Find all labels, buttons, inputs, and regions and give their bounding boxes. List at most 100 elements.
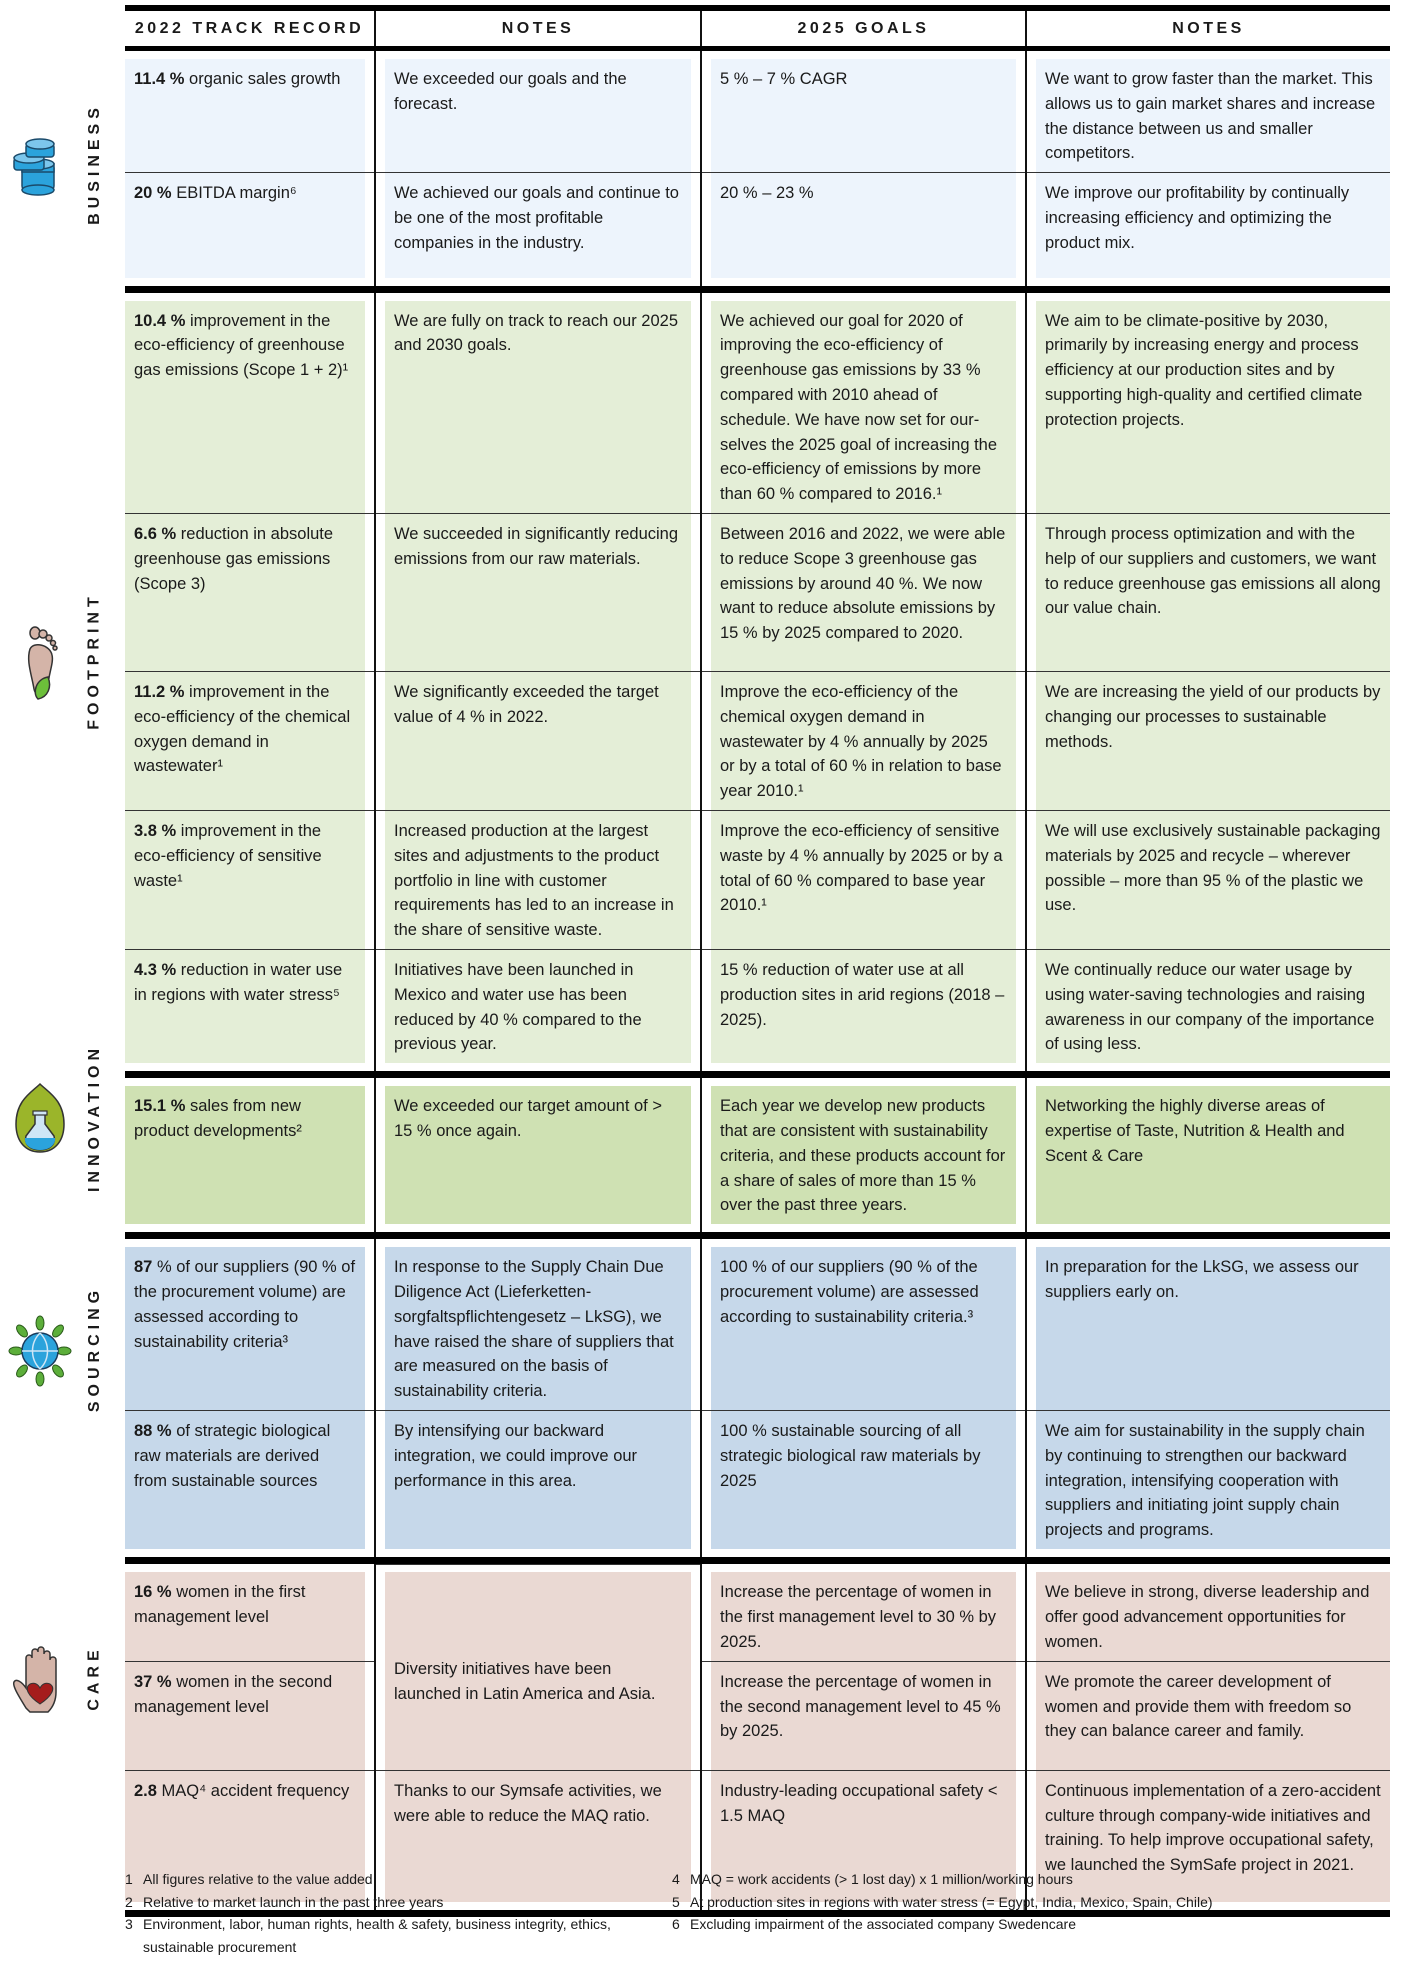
care-track-cell: 2.8 MAQ⁴ accident frequency [125, 1769, 376, 1911]
innovation-row: 15.1 % sales from new product developmen… [125, 1078, 1390, 1233]
footprint-track-cell: 10.4 % improvement in the eco-efficiency… [125, 292, 376, 514]
section-label-text: SOURCING [86, 1285, 104, 1413]
sourcing-track-cell: 87 % of our suppliers (90 % of the procu… [125, 1239, 376, 1411]
sourcing-row: 88 % of strategic biological raw materia… [125, 1409, 1390, 1557]
kpi-description: EBITDA margin⁶ [171, 184, 297, 203]
business-goal-cell: 20 % – 23 % [701, 172, 1027, 286]
section-rule [125, 1232, 1390, 1240]
care-notes-cell: Thanks to our Symsafe activities, we wer… [375, 1769, 702, 1911]
globe-leaves-icon [8, 1309, 72, 1389]
care-goal-cell: Industry-leading occupational safety < 1… [701, 1769, 1027, 1911]
kpi-description: reduction in absolute greenhouse gas emi… [134, 525, 334, 593]
kpi-value: 3.8 % [134, 822, 177, 841]
footprint-track-cell: 3.8 % improvement in the eco-efficiency … [125, 810, 376, 950]
footprint-goal-cell: We achieved our goal for 2020 of improvi… [701, 292, 1027, 514]
header-goal-notes: NOTES [1172, 19, 1245, 37]
business-track-cell: 11.4 % organic sales growth [125, 51, 376, 173]
footprint-notes-cell: Initiatives have been launched in Mexico… [375, 949, 702, 1072]
business-section-label: BUSINESS [80, 50, 110, 278]
kpi-value: 11.4 % [134, 70, 185, 88]
sourcing-goal-notes-cell: We aim for sustainability in the supply … [1026, 1409, 1390, 1557]
kpi-description: improvement in the eco-efficiency of gre… [134, 311, 349, 380]
header-track-record: 2022 TRACK RECORD [125, 11, 376, 46]
care-track-cell: 16 % women in the first management level [125, 1564, 376, 1662]
footprint-leaf-icon [8, 621, 72, 701]
footprint-goal-notes-cell: Through process optimization and with th… [1026, 513, 1390, 672]
kpi-value: 6.6 % [134, 525, 177, 544]
sourcing-notes-cell: By intensifying our backward integration… [375, 1409, 702, 1557]
footprint-row: 10.4 % improvement in the eco-efficiency… [125, 292, 1390, 514]
section-rule [125, 1071, 1390, 1079]
footprint-goal-cell: Improve the eco-efficiency of sensitive … [701, 810, 1027, 950]
footprint-track-cell: 4.3 % reduction in water use in regions … [125, 949, 376, 1072]
sourcing-goal-cell: 100 % sustainable sourcing of all strate… [701, 1409, 1027, 1557]
footprint-goal-notes-cell: We will use exclusively sustainable pack… [1026, 810, 1390, 950]
sourcing-goal-cell: 100 % of our suppliers (90 % of the proc… [701, 1239, 1027, 1411]
hand-heart-icon [8, 1638, 72, 1718]
kpi-table: 2022 TRACK RECORD NOTES 2025 GOALS NOTES… [125, 5, 1390, 1918]
section-label-text: CARE [86, 1645, 103, 1711]
sourcing-row: 87 % of our suppliers (90 % of the procu… [125, 1239, 1390, 1411]
kpi-value: 11.2 % [134, 683, 185, 702]
kpi-description: improvement in the eco-efficiency of the… [134, 683, 351, 776]
footprint-goal-notes-cell: We continually reduce our water usage by… [1026, 949, 1390, 1072]
section-label-text: BUSINESS [86, 103, 104, 225]
footprint-goal-cell: 15 % reduction of water use at all produ… [701, 949, 1027, 1072]
footprint-track-cell: 6.6 % reduction in absolute greenhouse g… [125, 513, 376, 672]
kpi-value: 88 % [134, 1421, 172, 1440]
kpi-description: MAQ⁴ accident frequency [156, 1781, 350, 1800]
footprint-notes-cell: Increased production at the largest site… [375, 810, 702, 950]
business-goal-notes-cell: We want to grow faster than the market. … [1026, 51, 1390, 173]
kpi-value: 87 [134, 1258, 153, 1277]
kpi-description: women in the first management level [134, 1583, 306, 1627]
care-section-label: CARE [80, 1508, 110, 1848]
care-row: 37 % women in the second management leve… [125, 1660, 1390, 1771]
footprint-notes-cell: We succeeded in significantly reducing e… [375, 513, 702, 672]
footprint-goal-notes-cell: We are increasing the yield of our produ… [1026, 671, 1390, 811]
care-track-cell: 37 % women in the second management leve… [125, 1660, 376, 1771]
care-goal-notes-cell: Continuous implementation of a zero-acci… [1026, 1769, 1390, 1911]
footprint-goal-notes-cell: We aim to be climate-positive by 2030, p… [1026, 293, 1390, 514]
footprint-row: 3.8 % improvement in the eco-efficiency … [125, 810, 1390, 950]
top-rule [125, 5, 1390, 11]
section-label-text: FOOTPRINT [86, 592, 103, 730]
footprint-track-cell: 11.2 % improvement in the eco-efficiency… [125, 671, 376, 811]
business-notes-cell: We achieved our goals and continue to be… [375, 172, 702, 286]
sourcing-track-cell: 88 % of strategic biological raw materia… [125, 1409, 376, 1557]
care-goal-notes-cell: We believe in strong, diverse leadership… [1026, 1564, 1390, 1662]
business-goal-cell: 5 % – 7 % CAGR [701, 51, 1027, 173]
sourcing-section-label: SOURCING [80, 1198, 110, 1500]
section-rule [125, 285, 1390, 293]
kpi-description: of strategic biological raw materials ar… [134, 1421, 331, 1490]
footprint-section-label: FOOTPRINT [80, 285, 110, 1037]
care-goal-notes-cell: We promote the career development of wom… [1026, 1660, 1390, 1771]
innovation-section-label: INNOVATION [80, 1043, 110, 1192]
kpi-value: 15.1 % [134, 1097, 186, 1116]
care-notes-cell: Diversity initiatives have been launched… [375, 1563, 702, 1771]
innovation-goal-notes-cell: Networking the highly diverse areas of e… [1026, 1078, 1390, 1232]
section-rule [125, 1910, 1390, 1918]
care-row: 16 % women in the first management level… [125, 1563, 1390, 1771]
kpi-value: 16 % [134, 1583, 172, 1602]
section-rule [125, 1556, 1390, 1565]
header-goals: 2025 GOALS [701, 11, 1027, 46]
kpi-value: 37 % [134, 1672, 172, 1691]
kpi-description: sales from new product developments² [134, 1097, 302, 1141]
footprint-notes-cell: We are fully on track to reach our 2025 … [375, 292, 702, 514]
kpi-description: reduction in water use in regions with w… [134, 961, 343, 1004]
section-label-text: INNOVATION [86, 1043, 104, 1192]
kpi-description: organic sales growth [184, 70, 341, 88]
business-notes-cell: We exceeded our goals and the forecast. [375, 51, 702, 173]
business-track-cell: 20 % EBITDA margin⁶ [125, 172, 376, 286]
care-goal-cell: Increase the percentage of women in the … [701, 1660, 1027, 1771]
